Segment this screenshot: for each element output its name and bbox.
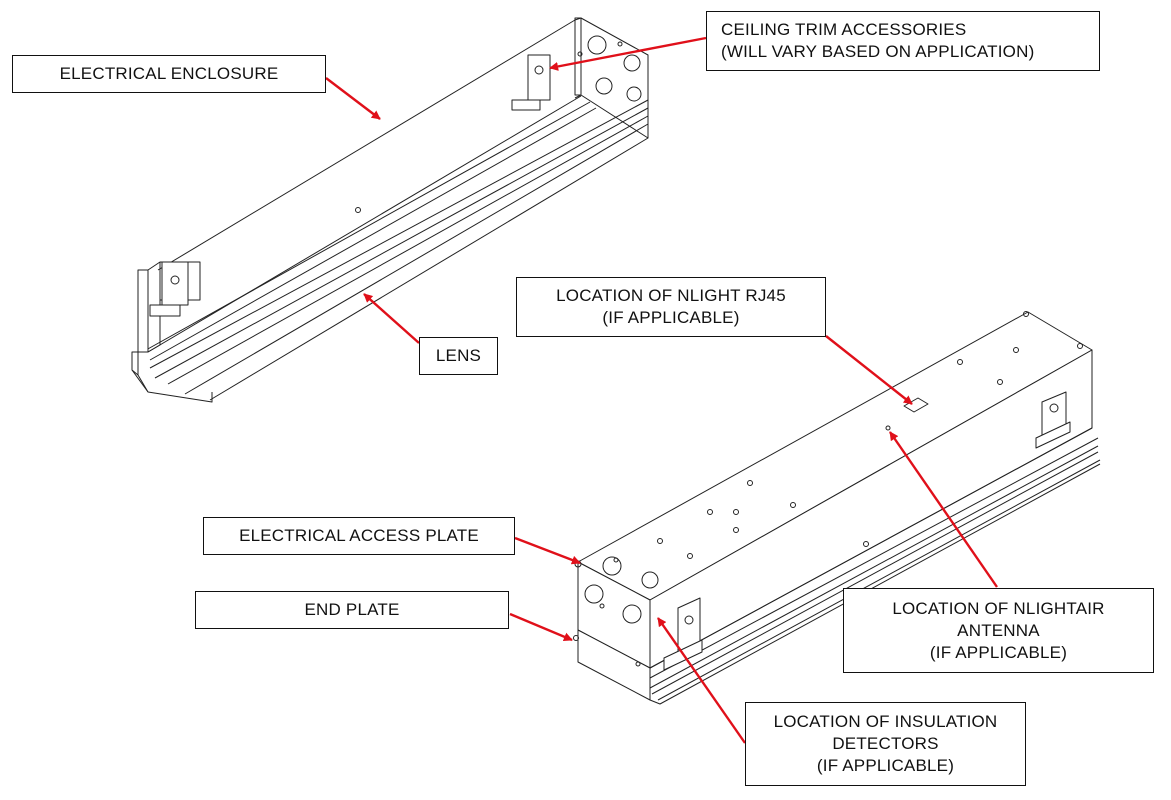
lower-fixture-drawing bbox=[573, 311, 1101, 705]
leader-end-plate bbox=[509, 612, 573, 642]
label-electrical-access-plate: ELECTRICAL ACCESS PLATE bbox=[239, 526, 479, 545]
callout-lens: LENS bbox=[419, 337, 498, 375]
label-nlight-rj45-line2: (IF APPLICABLE) bbox=[602, 308, 740, 327]
leader-lines bbox=[325, 36, 998, 744]
callout-end-plate: END PLATE bbox=[195, 591, 509, 629]
label-nlightair-antenna-line1: LOCATION OF NLIGHTAIR bbox=[892, 598, 1105, 618]
callout-electrical-enclosure: ELECTRICAL ENCLOSURE bbox=[12, 55, 326, 93]
callout-electrical-access-plate: ELECTRICAL ACCESS PLATE bbox=[203, 517, 515, 555]
callout-insulation-detectors: LOCATION OF INSULATION DETECTORS (IF APP… bbox=[745, 702, 1026, 786]
leader-nlightair-antenna bbox=[889, 431, 998, 588]
leader-ceiling-trim bbox=[549, 36, 707, 71]
callout-ceiling-trim-accessories: CEILING TRIM ACCESSORIES (WILL VARY BASE… bbox=[706, 11, 1100, 71]
label-nlightair-antenna-line2: ANTENNA bbox=[957, 620, 1040, 640]
callout-nlight-rj45: LOCATION OF NLIGHT RJ45 (IF APPLICABLE) bbox=[516, 277, 826, 337]
upper-fixture-drawing bbox=[131, 17, 649, 403]
leader-nlight-rj45 bbox=[825, 335, 913, 405]
label-insulation-detectors-line2: DETECTORS bbox=[832, 734, 939, 753]
leader-insulation-detectors bbox=[657, 617, 746, 744]
callout-nlightair-antenna: LOCATION OF NLIGHTAIR ANTENNA (IF APPLIC… bbox=[843, 588, 1154, 673]
label-end-plate: END PLATE bbox=[304, 600, 400, 619]
leader-lens bbox=[363, 293, 420, 344]
label-nlight-rj45-line1: LOCATION OF NLIGHT RJ45 bbox=[556, 286, 786, 305]
label-lens: LENS bbox=[435, 346, 482, 365]
label-ceiling-trim-line2: (WILL VARY BASED ON APPLICATION) bbox=[721, 42, 1035, 61]
leader-electrical-access-plate bbox=[514, 536, 581, 565]
label-electrical-enclosure: ELECTRICAL ENCLOSURE bbox=[59, 64, 279, 83]
label-ceiling-trim-line1: CEILING TRIM ACCESSORIES bbox=[721, 20, 967, 39]
leader-electrical-enclosure bbox=[325, 77, 381, 120]
label-insulation-detectors-line3: (IF APPLICABLE) bbox=[816, 756, 955, 775]
label-insulation-detectors-line1: LOCATION OF INSULATION bbox=[773, 712, 998, 731]
label-nlightair-antenna-line3: (IF APPLICABLE) bbox=[929, 642, 1068, 662]
